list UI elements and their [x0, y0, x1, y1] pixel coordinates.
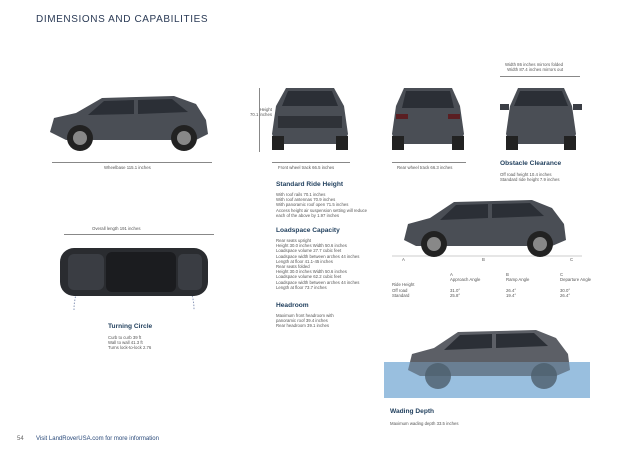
page-number: 54	[17, 436, 24, 442]
page-title: DIMENSIONS AND CAPABILITIES	[36, 14, 209, 25]
wading-heading: Wading Depth	[390, 408, 435, 415]
standard-ride-text: With roof rails 70.1 inches With roof an…	[276, 192, 367, 218]
obstacle-heading: Obstacle Clearance	[500, 160, 562, 167]
front-track-label: Front wheel track 66.5 inches	[278, 165, 335, 170]
turning-heading: Turning Circle	[108, 323, 153, 330]
height-label: Height 70.1 inches	[250, 107, 272, 118]
angles-car-image	[392, 200, 582, 257]
turning-text: Curb to curb 39 ft Wall to wall 41.3 ft …	[108, 335, 152, 351]
marker-a: A	[402, 257, 405, 262]
side-view-car-image	[50, 96, 208, 151]
angles-col-b: B Ramp Angle 26.4° 19.4°	[506, 272, 530, 298]
loadspace-text: Rear seats upright Height 30.0 inches Wi…	[276, 238, 360, 290]
rear-track-label: Rear wheel track 66.3 inches	[397, 165, 453, 170]
marker-b: B	[482, 257, 485, 262]
angles-col-c: C Departure Angle 30.0° 26.4°	[560, 272, 592, 298]
headroom-text: Maximum front headroom with panoramic ro…	[276, 313, 334, 329]
front-view-car-image	[272, 88, 348, 150]
standard-ride-heading: Standard Ride Height	[276, 181, 344, 188]
wading-text: Maximum wading depth 33.5 inches	[390, 421, 459, 426]
angles-row-labels: Ride Height Off road Standard	[392, 282, 415, 298]
loadspace-heading: Loadspace Capacity	[276, 227, 340, 234]
front-view-mirrors-car-image	[500, 88, 582, 150]
overall-length-label: Overall length 191 inches	[92, 226, 141, 231]
marker-c: C	[570, 257, 574, 262]
top-view-car-image	[60, 248, 208, 311]
headroom-heading: Headroom	[276, 302, 309, 309]
width-mirrors-label: Width 86 inches mirrors folded Width 87.…	[505, 62, 564, 73]
angles-col-a: A Approach Angle 31.0° 25.8°	[450, 272, 481, 298]
wheelbase-label: Wheelbase 115.1 inches	[104, 165, 151, 170]
obstacle-text: Off road height 10.4 inches Standard rid…	[500, 172, 560, 183]
wading-car-image	[384, 330, 590, 398]
footer-link[interactable]: Visit LandRoverUSA.com for more informat…	[36, 436, 159, 442]
rear-view-car-image	[392, 88, 464, 150]
